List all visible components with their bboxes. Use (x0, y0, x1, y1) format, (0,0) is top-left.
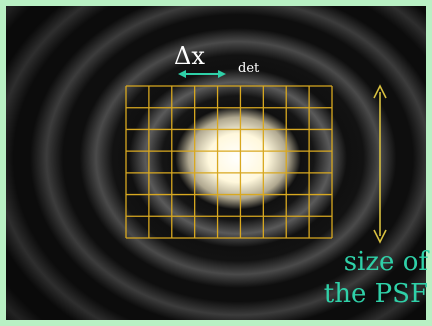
detector-pixel-subscript: det (238, 62, 259, 75)
detector-pixel-label: Δx (174, 44, 205, 68)
psf-size-caption-line1: size of (344, 248, 428, 276)
psf-size-caption-line2: the PSF (324, 280, 428, 308)
